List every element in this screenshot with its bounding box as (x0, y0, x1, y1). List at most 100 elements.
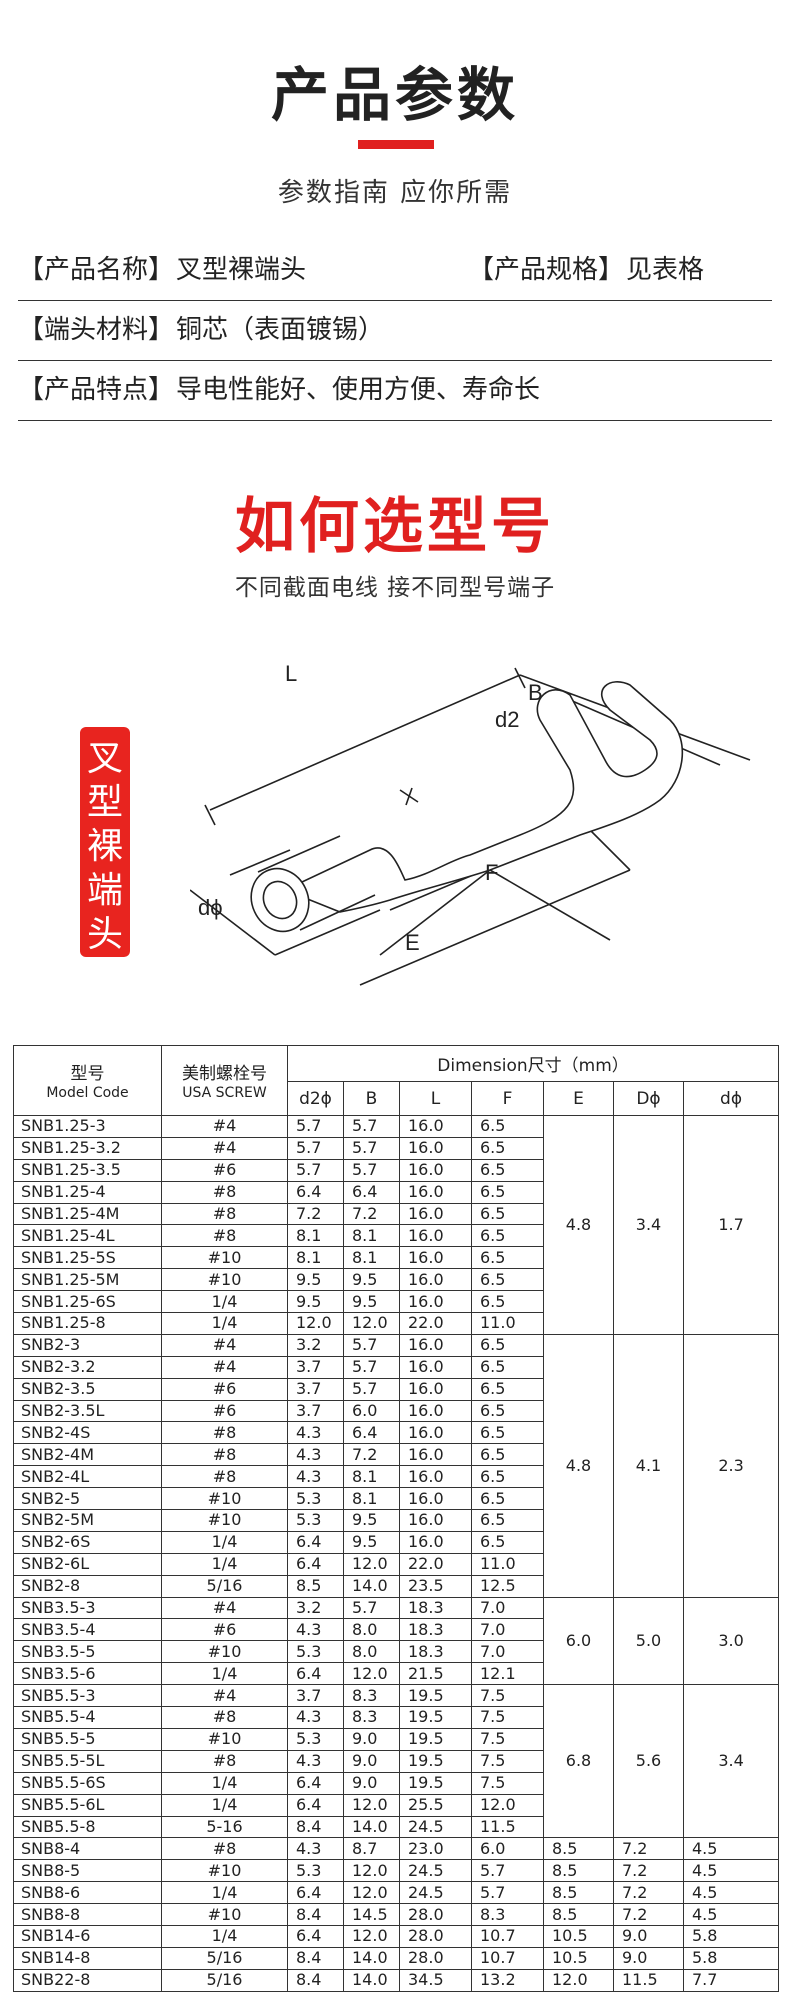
model-cell: SNB1.25-4L (13, 1224, 162, 1248)
spec-table: 型号 Model Code 美制螺栓号 USA SCREW Dimension尺… (13, 1045, 780, 1992)
value-cell: 4.3 (287, 1421, 344, 1445)
spec-row-name: 【产品名称】 叉型裸端头 【产品规格】 见表格 (18, 240, 772, 301)
spec-label: 【产品特点】 (18, 375, 175, 405)
value-cell: 6.4 (287, 1881, 344, 1905)
value-cell: 21.5 (399, 1662, 472, 1686)
value-cell: 14.0 (343, 1815, 400, 1839)
model-cell: SNB2-4M (13, 1443, 162, 1467)
merged-value-cell: 4.8 (543, 1115, 614, 1335)
value-cell: 9.0 (343, 1727, 400, 1751)
value-cell: 6.4 (343, 1421, 400, 1445)
value-cell: 6.5 (471, 1487, 544, 1511)
value-cell: 14.5 (343, 1903, 400, 1926)
side-label-char: 叉 (86, 738, 123, 779)
value-cell: 5.7 (343, 1115, 400, 1138)
value-cell: 18.3 (399, 1640, 472, 1664)
model-cell: SNB1.25-5M (13, 1268, 162, 1292)
value-cell: 16.0 (399, 1487, 472, 1511)
model-cell: SNB2-6L (13, 1552, 162, 1576)
value-cell: 10.7 (471, 1924, 544, 1948)
value-cell: 8.3 (343, 1706, 400, 1729)
value-cell: 8.4 (287, 1815, 344, 1839)
value-cell: 5.7 (343, 1333, 400, 1357)
value-cell: 18.3 (399, 1596, 472, 1620)
model-cell: SNB5.5-5 (13, 1727, 162, 1751)
value-cell: 7.2 (613, 1903, 684, 1926)
spec-value: 铜芯（表面镀锡） (176, 315, 385, 345)
model-cell: SNB5.5-3 (13, 1684, 162, 1708)
value-cell: 5.7 (471, 1859, 544, 1883)
spec-value: 见表格 (626, 255, 705, 285)
value-cell: 24.5 (399, 1815, 472, 1839)
header-screw-en: USA SCREW (182, 1085, 267, 1101)
screw-cell: 1/4 (161, 1793, 288, 1817)
screw-cell: #6 (161, 1618, 288, 1642)
value-cell: 6.5 (471, 1509, 544, 1532)
value-cell: 5.3 (287, 1859, 344, 1883)
value-cell: 5.3 (287, 1509, 344, 1532)
value-cell: 11.5 (613, 1968, 684, 1992)
model-cell: SNB14-8 (13, 1946, 162, 1970)
value-cell: 16.0 (399, 1399, 472, 1423)
value-cell: 9.5 (343, 1509, 400, 1532)
value-cell: 7.2 (343, 1443, 400, 1467)
value-cell: 9.5 (343, 1530, 400, 1554)
value-cell: 8.7 (343, 1837, 400, 1861)
label-l: L (285, 661, 297, 686)
value-cell: 16.0 (399, 1530, 472, 1554)
value-cell: 7.5 (471, 1684, 544, 1708)
value-cell: 9.0 (343, 1771, 400, 1795)
merged-value-cell: 2.3 (682, 1333, 780, 1598)
value-cell: 5.3 (287, 1727, 344, 1751)
value-cell: 12.0 (343, 1662, 400, 1686)
dim-line-f (489, 869, 611, 941)
value-cell: 11.0 (471, 1552, 544, 1576)
value-cell: 9.5 (287, 1268, 344, 1292)
model-cell: SNB1.25-4M (13, 1202, 162, 1226)
value-cell: 5.8 (682, 1924, 780, 1948)
value-cell: 14.0 (343, 1968, 400, 1992)
label-b: B (528, 680, 543, 705)
screw-cell: #8 (161, 1706, 288, 1729)
value-cell: 12.0 (343, 1793, 400, 1817)
value-cell: 5.3 (287, 1640, 344, 1664)
value-cell: 28.0 (399, 1903, 472, 1926)
value-cell: 6.5 (471, 1224, 544, 1248)
value-cell: 5.8 (682, 1946, 780, 1970)
model-cell: SNB3.5-3 (13, 1596, 162, 1620)
value-cell: 5.3 (287, 1487, 344, 1511)
value-cell: 16.0 (399, 1224, 472, 1248)
value-cell: 16.0 (399, 1509, 472, 1532)
screw-cell: 1/4 (161, 1312, 288, 1335)
value-cell: 16.0 (399, 1355, 472, 1379)
screw-cell: #10 (161, 1268, 288, 1292)
value-cell: 6.4 (287, 1793, 344, 1817)
value-cell: 24.5 (399, 1881, 472, 1905)
column-header: d2ϕ (287, 1081, 344, 1116)
value-cell: 12.0 (471, 1793, 544, 1817)
value-cell: 16.0 (399, 1333, 472, 1357)
value-cell: 3.7 (287, 1377, 344, 1401)
screw-cell: #6 (161, 1158, 288, 1182)
side-label-char: 裸 (86, 826, 123, 867)
value-cell: 6.5 (471, 1465, 544, 1489)
model-cell: SNB2-3.2 (13, 1355, 162, 1379)
selection-title: 如何选型号 (235, 492, 555, 562)
model-cell: SNB1.25-3.2 (13, 1136, 162, 1160)
screw-cell: 5/16 (161, 1574, 288, 1598)
title-underline (358, 140, 434, 149)
value-cell: 12.0 (343, 1924, 400, 1948)
screw-cell: 5/16 (161, 1968, 288, 1992)
merged-value-cell: 3.4 (613, 1115, 684, 1335)
dim-line-dphi-ext (274, 909, 381, 956)
spec-row-material: 【端头材料】 铜芯（表面镀锡） (18, 300, 772, 361)
